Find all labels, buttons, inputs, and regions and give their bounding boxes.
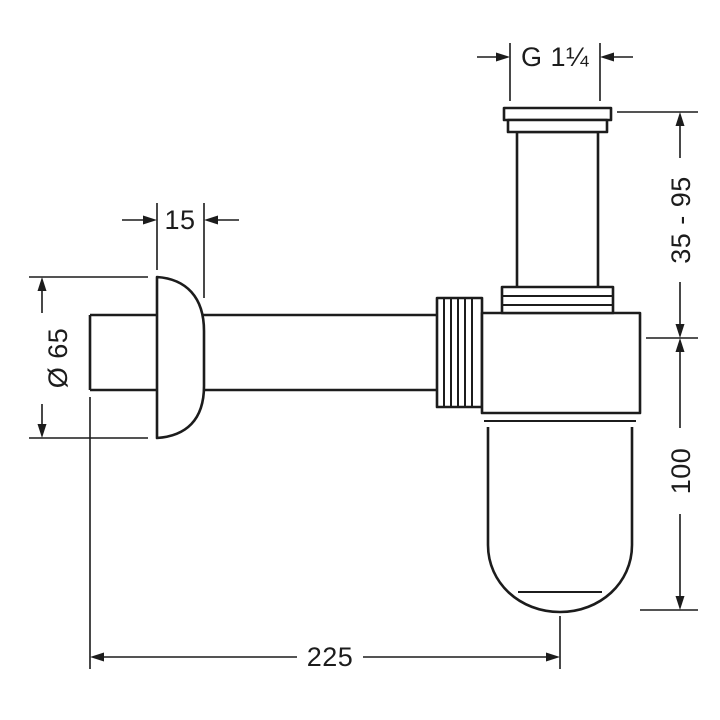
dim-label-thread: G 1¼ bbox=[521, 42, 589, 72]
extension-line bbox=[89, 397, 561, 669]
arrowhead bbox=[143, 215, 157, 225]
arrowhead bbox=[600, 52, 614, 62]
thread-flange-upper bbox=[502, 106, 613, 122]
union-collar-ribs bbox=[502, 295, 613, 306]
trap-cup bbox=[486, 427, 634, 614]
extension-line bbox=[29, 276, 148, 439]
extension-line bbox=[156, 203, 205, 298]
arrowhead bbox=[37, 277, 47, 291]
union-collar bbox=[500, 285, 615, 315]
dim-label-body-height: 100 bbox=[666, 448, 696, 495]
extension-line bbox=[617, 111, 698, 339]
dim-escutcheon-depth: 15 bbox=[122, 203, 239, 298]
thread-flange-lower bbox=[506, 118, 609, 134]
arrowhead bbox=[37, 424, 47, 438]
arrowhead bbox=[675, 596, 685, 610]
arrowhead bbox=[204, 215, 218, 225]
trap-assembly bbox=[88, 106, 642, 614]
trap-housing bbox=[480, 311, 642, 415]
nut-knurls bbox=[443, 298, 473, 407]
arrowhead bbox=[675, 112, 685, 126]
dim-overall-length: 225 bbox=[89, 397, 561, 672]
wall-escutcheon bbox=[155, 275, 206, 440]
dim-inlet-height: 35 - 95 bbox=[617, 111, 698, 339]
dim-label-overall-length: 225 bbox=[307, 642, 354, 672]
wall-pipe bbox=[88, 313, 437, 392]
extension-line bbox=[509, 43, 601, 101]
arrowhead bbox=[496, 52, 510, 62]
arrowhead bbox=[675, 324, 685, 338]
dim-body-height: 100 bbox=[640, 338, 698, 611]
dim-label-inlet-height: 35 - 95 bbox=[666, 176, 696, 264]
dim-label-escutcheon-depth: 15 bbox=[164, 205, 195, 235]
dim-label-escutcheon-diameter: Ø 65 bbox=[43, 328, 73, 389]
arrowhead bbox=[90, 652, 104, 662]
arrowhead bbox=[675, 338, 685, 352]
inlet-tube bbox=[515, 130, 600, 292]
arrowhead bbox=[546, 652, 560, 662]
dim-escutcheon-diameter: Ø 65 bbox=[29, 276, 148, 439]
dim-thread-size: G 1¼ bbox=[477, 42, 633, 101]
